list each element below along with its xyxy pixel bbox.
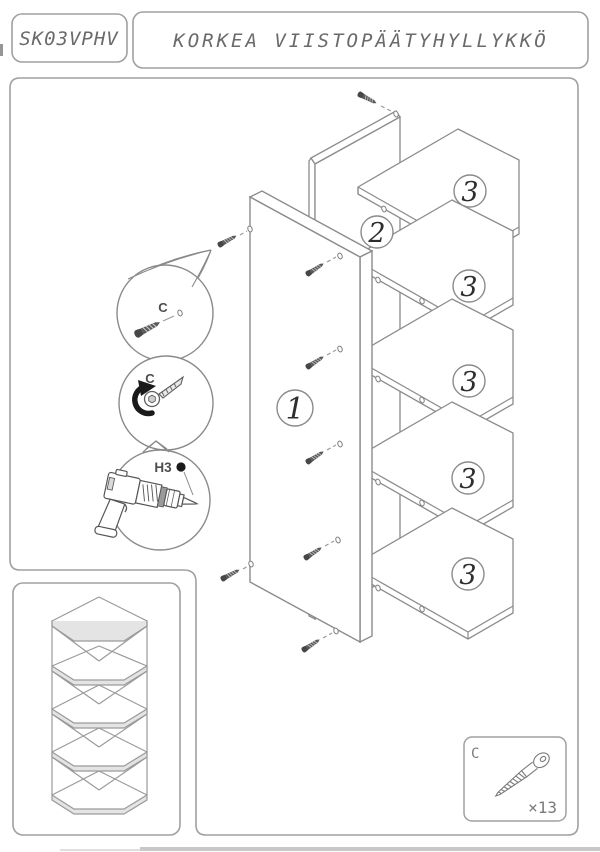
main-diagram-frame — [9, 77, 579, 836]
callout-screw-detail: C — [116, 249, 214, 362]
rotate-arrow-icon — [132, 380, 156, 417]
assembled-unit-drawing — [50, 596, 149, 815]
hardware-box: C ×13 — [463, 736, 567, 822]
hardware-label: C — [471, 746, 479, 762]
scan-artifacts — [0, 44, 600, 851]
drill-icon — [94, 468, 199, 538]
part-3-label: 3 — [459, 560, 476, 591]
product-title-box: KORKEA VIISTOPÄÄTYHYLLYKKÖ — [132, 11, 589, 69]
part-3-label: 3 — [460, 272, 477, 303]
screw-head-icon — [143, 375, 184, 408]
callout-turn-label: C — [145, 371, 155, 386]
drill-bit-label: H3 — [154, 460, 172, 475]
part-3-label: 3 — [461, 177, 478, 208]
part-number-labels: 1 2 3 3 3 3 3 — [276, 174, 487, 591]
part-1-label: 1 — [285, 392, 304, 427]
callout-drill: H3 — [94, 440, 211, 551]
product-title: KORKEA VIISTOPÄÄTYHYLLYKKÖ — [172, 29, 548, 52]
product-code-box: SK03VPHV — [11, 13, 128, 63]
screw-icon — [132, 315, 175, 340]
part-3-label: 3 — [459, 464, 476, 495]
part-3-label: 3 — [460, 367, 477, 398]
hex-bit-dot-icon — [176, 462, 186, 472]
hardware-quantity: ×13 — [528, 798, 557, 817]
callout-screw-label: C — [158, 300, 168, 315]
product-code: SK03VPHV — [19, 28, 119, 50]
assembled-unit-box — [12, 582, 181, 836]
part-2-label: 2 — [367, 218, 385, 249]
screws-and-guides — [216, 90, 400, 654]
callout-screw-turn: C — [118, 355, 214, 451]
hardware-screw-icon — [494, 752, 550, 797]
